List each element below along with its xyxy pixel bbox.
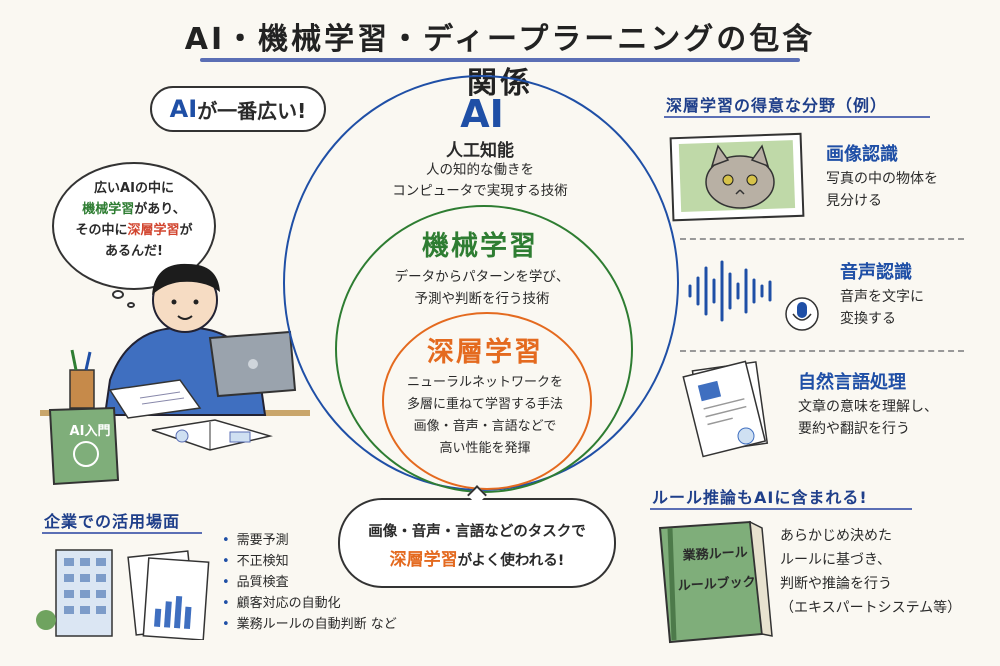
dl-circle	[382, 312, 592, 490]
ai-desc-line2: コンピュータで実現する技術	[392, 183, 568, 199]
ml-description: データからパターンを学び、 予測や判断を行う技術	[370, 266, 594, 310]
rulebook-line1: 業務ルール	[682, 545, 749, 564]
thought-dl-highlight: 深層学習	[127, 223, 180, 238]
field-image-desc: 写真の中の物体を 見分ける	[826, 168, 938, 212]
field-image-desc2: 見分ける	[826, 193, 882, 209]
rulebook-label: 業務ルール ルールブック	[674, 538, 757, 602]
book-cover-label: AI入門	[69, 424, 111, 439]
ml-desc-line1: データからパターンを学び、	[394, 269, 570, 285]
field-nlp-desc: 文章の意味を理解し、 要約や翻訳を行う	[798, 396, 938, 440]
rules-desc4: （エキスパートシステム等）	[780, 600, 962, 616]
field-nlp-desc1: 文章の意味を理解し、	[798, 399, 938, 415]
rules-desc3: 判断や推論を行う	[780, 576, 892, 592]
dl-desc-line2: 多層に重ねて学習する手法	[406, 397, 563, 412]
ai-widest-text: が一番広い!	[197, 98, 307, 123]
thought-line2-rest: があり、	[134, 202, 186, 217]
thought-dot-1	[112, 290, 124, 299]
rules-heading-line	[650, 508, 912, 510]
field-speech-title: 音声認識	[840, 262, 912, 283]
thought-line3-post: が	[179, 223, 193, 238]
dl-usage-line2-rest: がよく使われる!	[457, 553, 565, 569]
strengths-heading-line	[664, 116, 930, 118]
ai-widest-prefix: AI	[169, 95, 198, 123]
business-use-item: 顧客対応の自動化	[222, 593, 397, 614]
field-nlp-desc2: 要約や翻訳を行う	[798, 421, 910, 437]
business-heading-line	[42, 532, 202, 534]
thought-dot-2	[127, 302, 135, 308]
ml-desc-line2: 予測や判断を行う技術	[414, 291, 550, 307]
thought-line3: その中に深層学習が	[54, 220, 214, 241]
title-underline	[200, 58, 800, 62]
thought-line1: 広いAIの中に	[94, 181, 174, 196]
dl-desc-line1: ニューラルネットワークを	[406, 375, 563, 390]
divider-1	[680, 238, 964, 240]
field-speech-desc: 音声を文字に 変換する	[840, 286, 924, 330]
rulebook-illustration	[658, 520, 773, 644]
ai-description: 人の知的な働きを コンピュータで実現する技術	[360, 160, 600, 202]
rules-heading: ルール推論もAIに含まれる!	[652, 488, 868, 507]
field-speech-desc2: 変換する	[840, 311, 896, 327]
divider-2	[680, 350, 964, 352]
strengths-heading: 深層学習の得意な分野（例）	[666, 96, 888, 115]
ai-subtitle: 人工知能	[446, 141, 514, 161]
business-use-item: 不正検知	[222, 551, 397, 572]
office-building-illustration	[36, 549, 210, 640]
ml-title: 機械学習	[422, 231, 538, 262]
ai-desc-line1: 人の知的な働きを	[426, 162, 534, 178]
business-use-list: 需要予測 不正検知 品質検査 顧客対応の自動化 業務ルールの自動判断 など	[222, 530, 397, 635]
rules-desc1: あらかじめ決めた	[780, 528, 892, 544]
ai-title: AI	[460, 92, 504, 136]
dl-title: 深層学習	[427, 337, 543, 368]
field-speech-desc1: 音声を文字に	[840, 289, 924, 305]
student-illustration	[40, 263, 310, 486]
rules-description: あらかじめ決めた ルールに基づき、 判断や推論を行う （エキスパートシステム等）	[780, 524, 961, 620]
dl-usage-line1: 画像・音声・言語などのタスクで	[368, 524, 586, 540]
business-use-item: 業務ルールの自動判断 など	[222, 614, 397, 635]
business-heading: 企業での活用場面	[44, 512, 181, 531]
rulebook-line2: ルールブック	[677, 574, 757, 595]
thought-ml-highlight: 機械学習	[82, 202, 135, 217]
field-nlp-title: 自然言語処理	[798, 372, 906, 393]
dl-usage-highlight: 深層学習	[389, 550, 458, 570]
business-use-item: 需要予測	[222, 530, 397, 551]
thought-line2: 機械学習があり、	[54, 199, 214, 220]
dl-description: ニューラルネットワークを 多層に重ねて学習する手法 画像・音声・言語などで 高い…	[388, 372, 582, 460]
dl-usage-line2: 深層学習がよく使われる!	[340, 546, 614, 575]
field-image-title: 画像認識	[826, 144, 898, 165]
cat-photo	[669, 132, 805, 222]
dl-desc-line4: 高い性能を発揮	[439, 441, 531, 456]
document-icon	[682, 360, 769, 458]
thought-line4: あるんだ!	[105, 244, 163, 259]
dl-desc-line3: 画像・音声・言語などで	[413, 419, 557, 434]
business-use-item: 品質検査	[222, 572, 397, 593]
ai-widest-bubble: AI が一番広い!	[150, 86, 326, 132]
field-image-desc1: 写真の中の物体を	[826, 171, 938, 187]
sound-wave-icon	[688, 260, 819, 331]
thought-line3-pre: その中に	[75, 223, 128, 238]
rules-desc2: ルールに基づき、	[780, 552, 892, 568]
